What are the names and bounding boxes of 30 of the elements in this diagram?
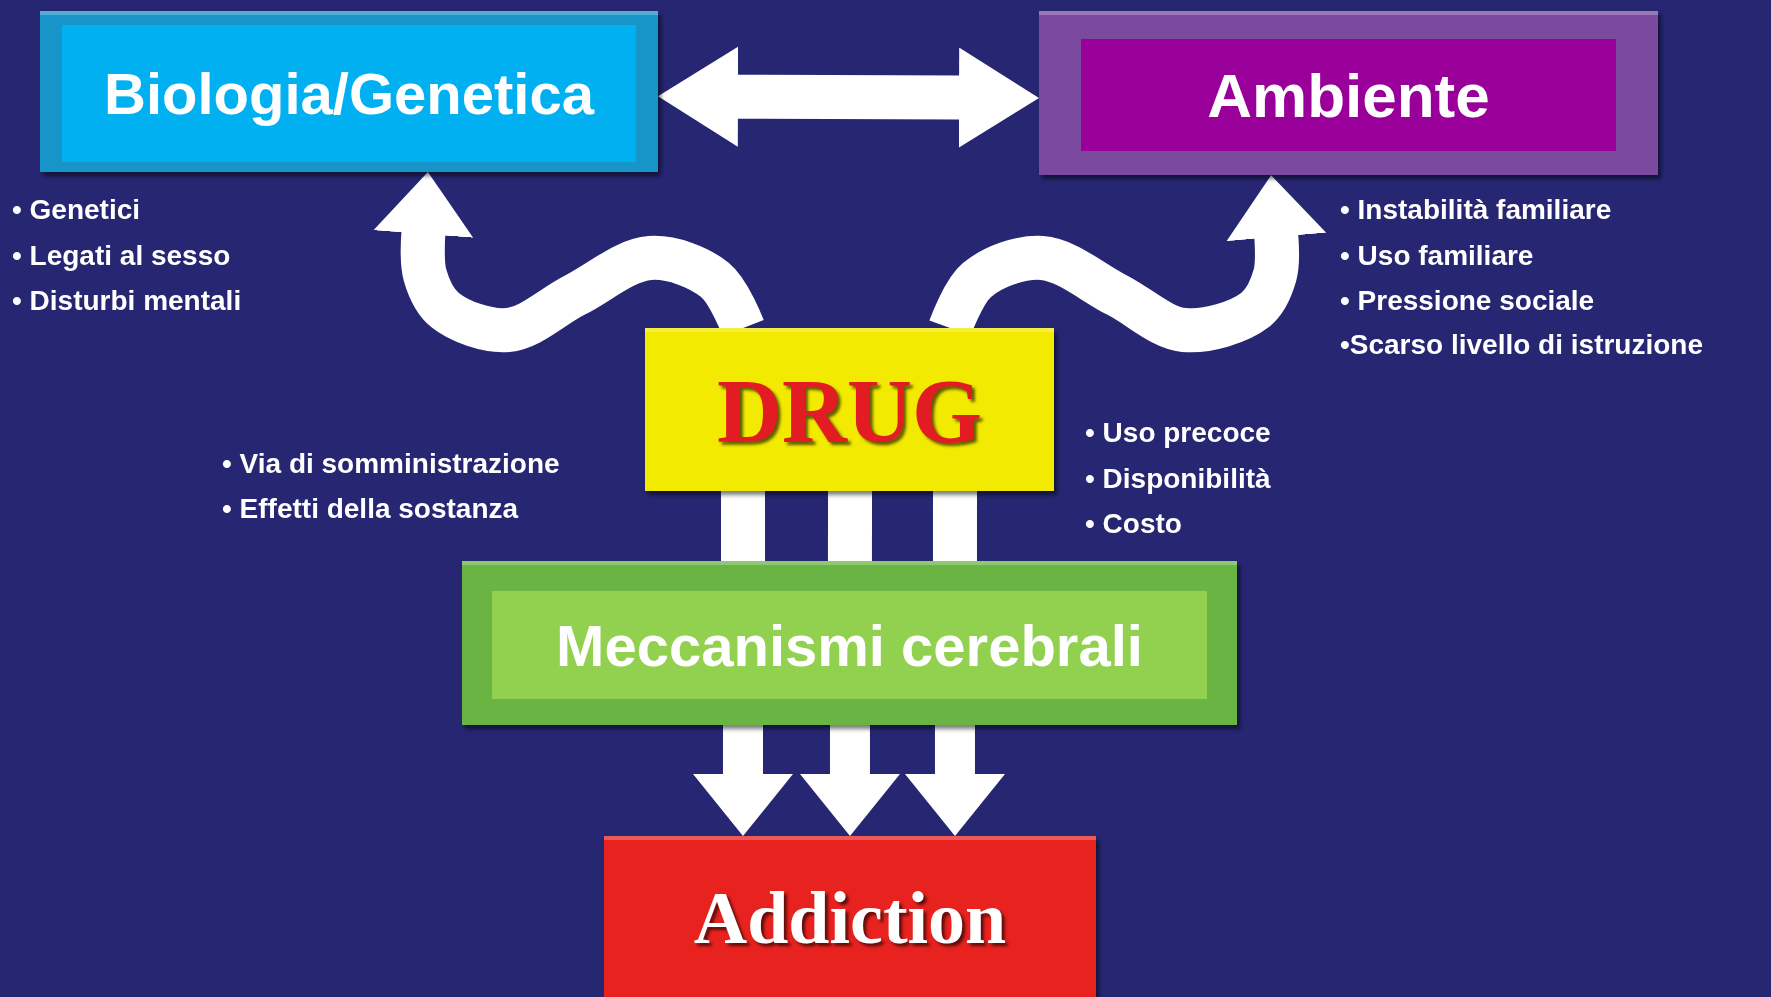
double-arrow <box>658 46 1039 148</box>
bullet-item: • Disturbi mentali <box>12 286 242 316</box>
title-panel: Biologia/Genetica <box>62 25 636 162</box>
bullet-item: • Costo <box>1085 509 1182 539</box>
arrow <box>905 725 1005 836</box>
arrow <box>693 724 793 836</box>
bullet-item: • Uso familiare <box>1340 241 1534 271</box>
bullet-item: • Via di somministrazione <box>222 449 560 479</box>
bullet-item: • Legati al sesso <box>12 241 231 271</box>
connector-bar <box>827 491 872 561</box>
connector-bar <box>721 491 765 562</box>
bullet-item: • Uso precoce <box>1085 418 1271 448</box>
bullet-item: •Scarso livello di istruzione <box>1340 330 1703 360</box>
connector-bar <box>933 491 977 561</box>
biology-genetics-box <box>40 11 658 172</box>
bullet-item: • Pressione sociale <box>1340 286 1595 316</box>
bullet-item: • Effetti della sostanza <box>222 494 519 524</box>
box-title: DRUG <box>717 361 982 463</box>
brain-mechanisms-box <box>462 561 1237 725</box>
bullet-item: • Disponibilità <box>1085 464 1271 494</box>
bullet-item: • Genetici <box>12 195 141 225</box>
bullet-item: • Instabilità familiare <box>1340 195 1612 225</box>
environment-box <box>1039 11 1658 175</box>
arrow <box>373 172 764 353</box>
box-title: Addiction <box>693 876 1007 961</box>
title-panel: Meccanismi cerebrali <box>492 591 1207 699</box>
drug-box <box>645 328 1054 491</box>
arrow <box>929 175 1327 353</box>
addiction-box <box>604 836 1096 997</box>
title-panel: Ambiente <box>1081 39 1616 151</box>
